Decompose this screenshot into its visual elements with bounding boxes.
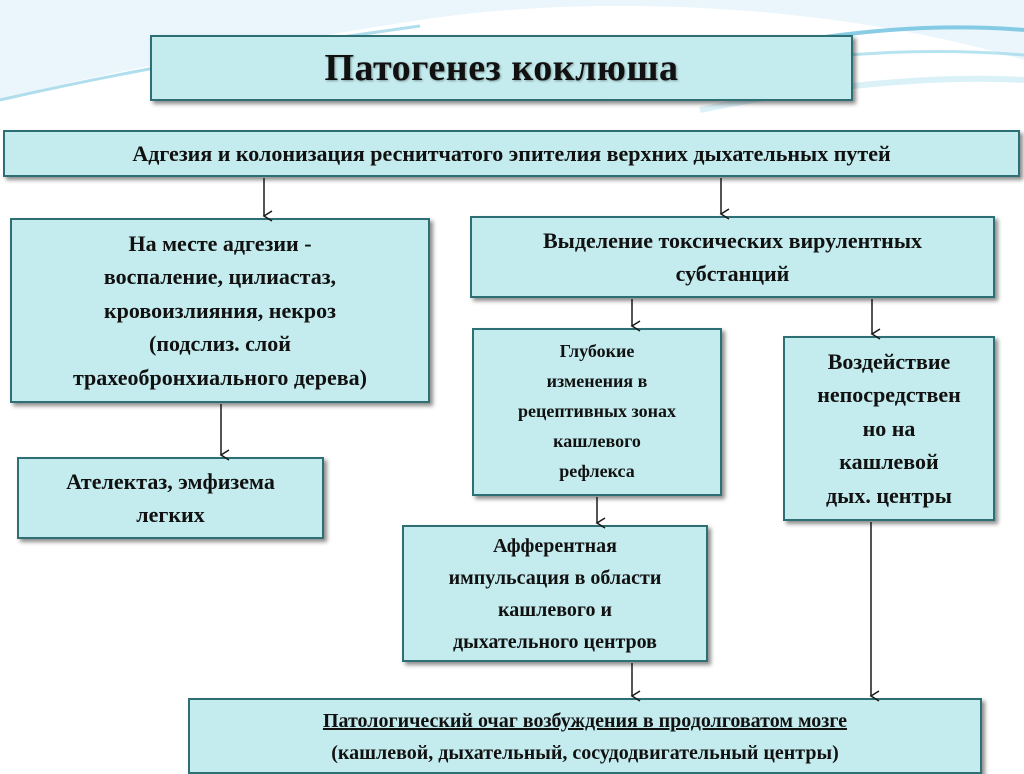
receptive-line: рецептивных зонах	[517, 401, 677, 422]
afferent-box: Афферентная импульсация в области кашлев…	[402, 525, 708, 662]
direct-effect-line: Воздействие	[827, 348, 951, 374]
receptive-line: изменения в	[546, 371, 648, 392]
afferent-line: Афферентная	[493, 534, 617, 557]
receptive-line: рефлекса	[559, 460, 635, 481]
toxins-line: субстанций	[675, 261, 790, 286]
toxins-line: Выделение токсических вирулентных	[542, 227, 922, 253]
local-site-line: воспаление, цилиастаз,	[103, 264, 337, 290]
title-box: Патогенез коклюша	[150, 35, 853, 101]
focus-line-1: Патологический очаг возбуждения в продол…	[322, 710, 848, 732]
direct-effect-line: дых. центры	[826, 482, 952, 508]
atelectasis-box: Ателектаз, эмфизема легких	[17, 457, 324, 539]
receptive-box: Глубокие изменения в рецептивных зонах к…	[472, 328, 722, 496]
direct-effect-line: непосредствен	[817, 382, 961, 408]
afferent-line: кашлевого и	[498, 598, 612, 621]
atelectasis-line: Ателектаз, эмфизема	[66, 468, 275, 494]
adhesion-box: Адгезия и колонизация реснитчатого эпите…	[3, 130, 1020, 177]
local-site-line: трахеобронхиального дерева)	[72, 364, 367, 390]
direct-effect-line: но на	[862, 415, 916, 441]
page-title: Патогенез коклюша	[324, 47, 679, 89]
pathologic-focus-box: Патологический очаг возбуждения в продол…	[188, 698, 982, 774]
atelectasis-line: легких	[136, 502, 205, 527]
afferent-line: импульсация в области	[448, 566, 662, 589]
local-site-line: На месте адгезии -	[128, 230, 312, 256]
receptive-line: Глубокие	[559, 341, 635, 362]
direct-effect-line: кашлевой	[839, 449, 939, 475]
direct-effect-box: Воздействие непосредствен но на кашлевой…	[783, 336, 995, 521]
focus-line-2: (кашлевой, дыхательный, сосудодвигательн…	[331, 742, 839, 764]
toxins-box: Выделение токсических вирулентных субста…	[470, 216, 995, 298]
local-site-line: кровоизлияния, некроз	[104, 297, 336, 323]
afferent-line: дыхательного центров	[453, 630, 657, 653]
adhesion-text: Адгезия и колонизация реснитчатого эпите…	[132, 140, 891, 166]
local-site-line: (подслиз. слой	[149, 331, 291, 357]
receptive-line: кашлевого	[553, 430, 641, 451]
local-site-box: На месте адгезии - воспаление, цилиастаз…	[10, 218, 430, 403]
